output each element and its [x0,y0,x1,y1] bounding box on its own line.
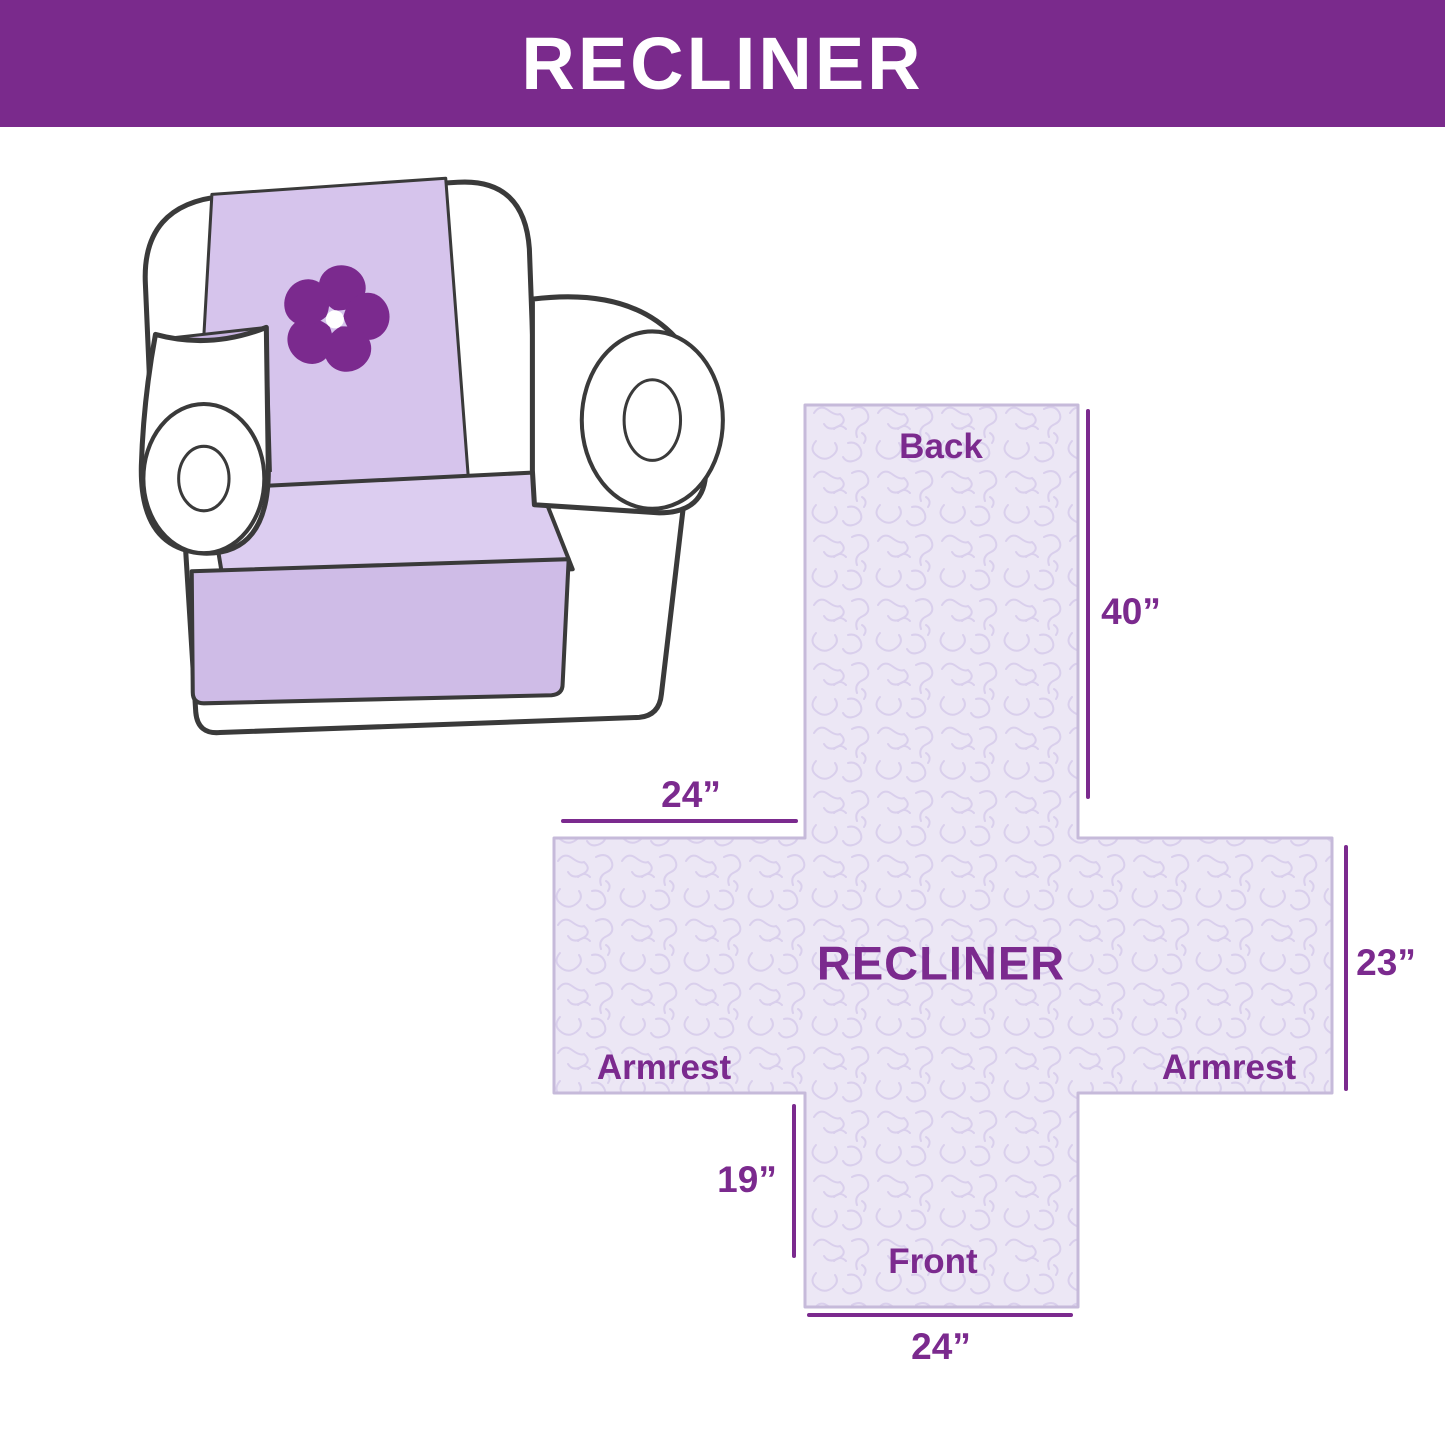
dimension-back-width: 24” [661,774,721,815]
chair-right-arm-roll-line [622,378,683,462]
dimension-line-side-depth [1344,845,1348,1091]
chair-left-arm-roll [141,401,267,556]
dimension-side-depth: 23” [1356,942,1416,983]
pattern-back-label: Back [899,427,983,466]
dimension-line-back-width [561,819,798,823]
dimension-line-front-width [807,1313,1073,1317]
pattern-cross-outline [552,403,1334,1309]
recliner-chair-illustration [138,176,725,736]
dimension-back-height: 40” [1101,591,1161,632]
dimension-front-width: 24” [911,1326,971,1367]
pattern-armrest-left-label: Armrest [596,1048,732,1087]
cover-front-drape [189,557,571,706]
dimension-front-drop: 19” [717,1159,777,1200]
pattern-front-label: Front [888,1242,978,1281]
pattern-armrest-right-label: Armrest [1161,1048,1297,1087]
dimension-line-front-drop [792,1104,796,1258]
pattern-center-label: RECLINER [816,936,1066,990]
banner-title: RECLINER [521,21,924,105]
pinwheel-icon [284,265,390,372]
cover-pattern-shape [552,403,1334,1309]
title-banner: RECLINER [0,0,1445,127]
chair-left-arm-roll-line [177,444,231,513]
chair-right-arm-roll [579,329,725,511]
dimension-line-back-height [1086,409,1090,799]
